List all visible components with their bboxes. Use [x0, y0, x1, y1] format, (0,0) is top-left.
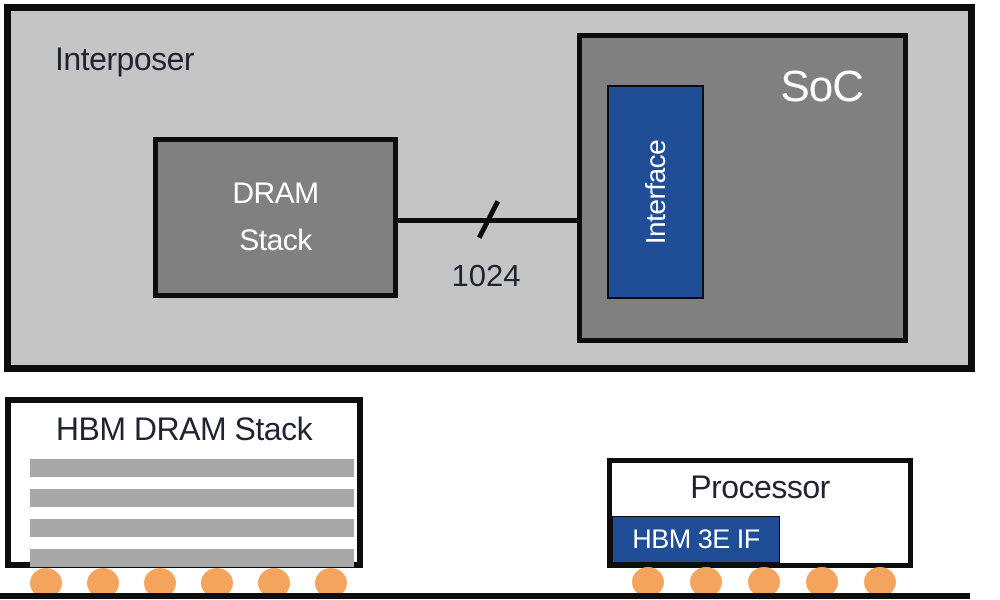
solder-bump — [690, 567, 722, 597]
interface-label: Interface — [639, 139, 671, 245]
hbm-dram-stack-box: HBM DRAM Stack — [5, 397, 363, 568]
soc-label: SoC — [780, 62, 864, 111]
dram-die-bar — [30, 519, 354, 537]
dram-die-layers — [30, 459, 354, 567]
solder-bump — [806, 567, 838, 597]
dram-die-bar — [30, 459, 354, 477]
dram-stack-box: DRAM Stack — [153, 137, 398, 298]
dram-stack-label-line2: Stack — [239, 223, 312, 257]
bus-width-label: 1024 — [451, 258, 521, 293]
processor-box: Processor HBM 3E IF — [607, 458, 913, 568]
dram-stack-label-line1: DRAM — [232, 177, 319, 210]
substrate-line — [0, 593, 970, 599]
hbm-dram-stack-title: HBM DRAM Stack — [55, 411, 313, 447]
processor-title: Processor — [690, 469, 830, 505]
processor-solder-bumps — [632, 567, 896, 597]
soc-box: SoC Interface — [577, 33, 908, 343]
interposer-label: Interposer — [55, 41, 195, 77]
solder-bump — [748, 567, 780, 597]
solder-bump — [632, 567, 664, 597]
dram-die-bar — [30, 489, 354, 507]
interposer-box: Interposer DRAM Stack SoC Interface 1024 — [4, 4, 975, 372]
interface-box: Interface — [607, 85, 704, 299]
dram-die-bar — [30, 549, 354, 567]
hbm3e-interface-label: HBM 3E IF — [632, 524, 760, 554]
hbm3e-interface-box: HBM 3E IF — [612, 516, 780, 563]
solder-bump — [864, 567, 896, 597]
